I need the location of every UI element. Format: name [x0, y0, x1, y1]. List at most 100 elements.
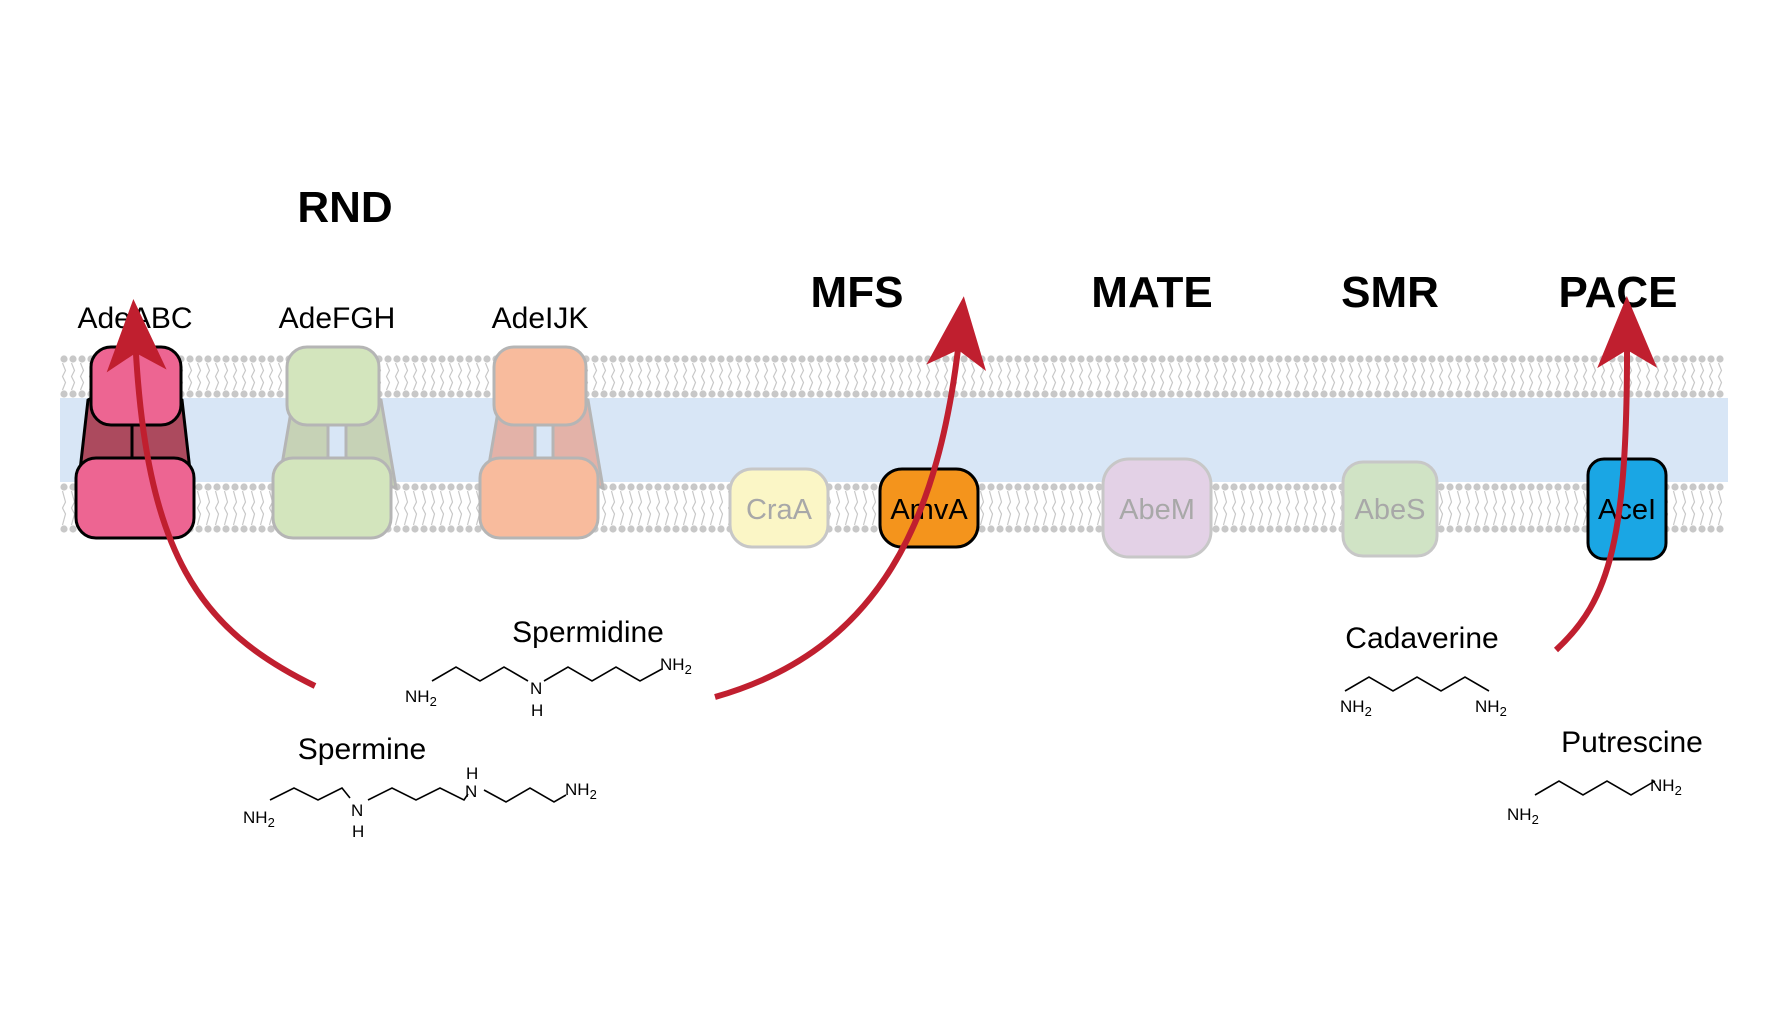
- lipid-tail: [1240, 490, 1246, 526]
- lipid-head: [843, 483, 851, 491]
- lipid-head: [1068, 483, 1076, 491]
- lipid-head: [1455, 390, 1463, 398]
- lipid-tail: [1573, 362, 1579, 391]
- lipid-head: [1410, 390, 1418, 398]
- lipid-tail: [754, 362, 760, 391]
- lipid-tail: [610, 490, 616, 526]
- lipid-head: [429, 483, 437, 491]
- lipid-head: [393, 525, 401, 533]
- lipid-head: [1527, 390, 1535, 398]
- lipid-head: [1572, 525, 1580, 533]
- lipid-tail: [466, 362, 472, 391]
- lipid-tail: [1402, 362, 1408, 391]
- lipid-head: [1635, 390, 1643, 398]
- lipid-head: [258, 525, 266, 533]
- lipid-head: [708, 483, 716, 491]
- lipid-head: [1095, 525, 1103, 533]
- lipid-tail: [1654, 362, 1660, 391]
- lipid-tail: [70, 490, 76, 526]
- lipid-tail: [835, 490, 841, 526]
- lipid-tail: [979, 362, 985, 391]
- lipid-head: [204, 355, 212, 363]
- lipid-head: [978, 483, 986, 491]
- lipid-tail: [790, 362, 796, 391]
- lipid-head: [924, 390, 932, 398]
- lipid-head: [1329, 390, 1337, 398]
- lipid-tail: [1528, 362, 1534, 391]
- lipid-tail: [1663, 362, 1669, 391]
- lipid-head: [1095, 483, 1103, 491]
- lipid-head: [456, 525, 464, 533]
- lipid-tail: [1249, 490, 1255, 526]
- lipid-tail: [1681, 490, 1687, 526]
- lipid-head: [609, 355, 617, 363]
- lipid-tail: [601, 362, 607, 391]
- lipid-head: [1320, 483, 1328, 491]
- lipid-tail: [457, 490, 463, 526]
- lipid-head: [1086, 525, 1094, 533]
- lipid-head: [1257, 525, 1265, 533]
- lipid-head: [1014, 390, 1022, 398]
- lipid-tail: [1330, 362, 1336, 391]
- lipid-head: [1599, 355, 1607, 363]
- lipid-head: [1419, 390, 1427, 398]
- lipid-tail: [430, 362, 436, 391]
- lipid-head: [1329, 355, 1337, 363]
- lipid-tail: [448, 362, 454, 391]
- lipid-tail: [1456, 490, 1462, 526]
- lipid-head: [996, 390, 1004, 398]
- lipid-tail: [1150, 362, 1156, 391]
- lipid-head: [1194, 390, 1202, 398]
- lipid-head: [267, 355, 275, 363]
- lipid-head: [231, 483, 239, 491]
- molecule-name-spermidine: Spermidine: [512, 616, 664, 649]
- lipid-head: [825, 355, 833, 363]
- lipid-tail: [889, 362, 895, 391]
- adeijk-top-domain: [492, 345, 588, 427]
- lipid-tail: [709, 362, 715, 391]
- lipid-tail: [1024, 362, 1030, 391]
- lipid-head: [1014, 483, 1022, 491]
- lipid-head: [1284, 390, 1292, 398]
- lipid-head: [1698, 355, 1706, 363]
- lipid-head: [204, 525, 212, 533]
- lipid-head: [1500, 390, 1508, 398]
- lipid-head: [1302, 483, 1310, 491]
- lipid-head: [663, 390, 671, 398]
- family-mate: MATE: [1091, 268, 1212, 317]
- lipid-head: [267, 525, 275, 533]
- lipid-head: [69, 355, 77, 363]
- lipid-head: [627, 390, 635, 398]
- lipid-tail: [988, 362, 994, 391]
- lipid-head: [735, 355, 743, 363]
- lipid-head: [654, 355, 662, 363]
- lipid-head: [222, 525, 230, 533]
- lipid-head: [1077, 390, 1085, 398]
- lipid-head: [1005, 390, 1013, 398]
- lipid-tail: [1096, 362, 1102, 391]
- lipid-head: [888, 355, 896, 363]
- lipid-tail: [250, 490, 256, 526]
- lipid-tail: [664, 362, 670, 391]
- lipid-head: [870, 483, 878, 491]
- lipid-tail: [1681, 362, 1687, 391]
- lipid-head: [60, 355, 68, 363]
- lipid-head: [663, 525, 671, 533]
- lipid-head: [1653, 390, 1661, 398]
- lipid-tail: [187, 362, 193, 391]
- lipid-head: [1059, 355, 1067, 363]
- lipid-tail: [1357, 362, 1363, 391]
- transporter-abes: [1341, 460, 1439, 558]
- lipid-tail: [808, 362, 814, 391]
- lipid-tail: [1042, 490, 1048, 526]
- lipid-head: [1266, 355, 1274, 363]
- lipid-head: [1563, 390, 1571, 398]
- lipid-head: [1158, 390, 1166, 398]
- lipid-head: [1257, 355, 1265, 363]
- lipid-head: [1248, 355, 1256, 363]
- lipid-head: [663, 483, 671, 491]
- lipid-head: [816, 390, 824, 398]
- lipid-head: [1671, 483, 1679, 491]
- lipid-head: [411, 390, 419, 398]
- lipid-head: [1248, 390, 1256, 398]
